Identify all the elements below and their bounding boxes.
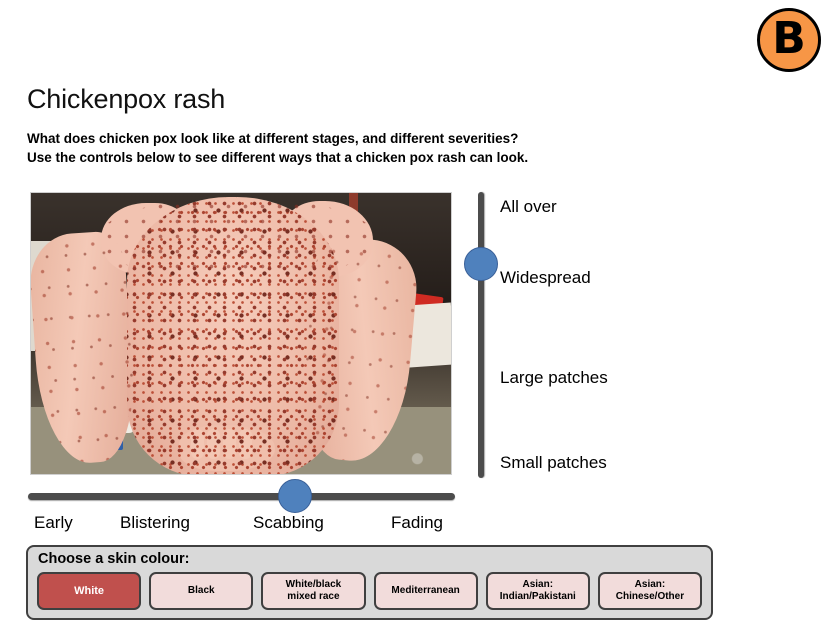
skin-colour-options: White Black White/black mixed race Medit… [37, 572, 703, 610]
severity-slider[interactable]: All over Widespread Large patches Small … [460, 186, 680, 486]
brand-badge-letter: B [772, 13, 806, 64]
skin-option-mediterranean[interactable]: Mediterranean [373, 572, 478, 610]
page-title: Chickenpox rash [27, 84, 226, 114]
skin-option-white[interactable]: White [37, 572, 142, 610]
stage-label-blistering[interactable]: Blistering [120, 513, 190, 532]
page-subtitle-line-1: What does chicken pox look like at diffe… [27, 131, 519, 146]
stage-label-scabbing[interactable]: Scabbing [253, 513, 324, 532]
stage-slider-thumb[interactable] [278, 479, 312, 513]
severity-slider-track[interactable] [478, 192, 484, 478]
severity-label-large-patches[interactable]: Large patches [500, 368, 608, 387]
skin-option-white-black-mixed-race[interactable]: White/black mixed race [261, 572, 366, 610]
stage-label-fading[interactable]: Fading [391, 513, 443, 532]
severity-slider-thumb[interactable] [464, 247, 498, 281]
skin-option-asian-indian-pakistani[interactable]: Asian: Indian/Pakistani [485, 572, 590, 610]
skin-option-asian-chinese-other[interactable]: Asian: Chinese/Other [597, 572, 703, 610]
stage-slider-track[interactable] [28, 493, 455, 500]
severity-label-widespread[interactable]: Widespread [500, 268, 591, 287]
brand-badge-b: B [757, 8, 821, 72]
stage-slider[interactable]: Early Blistering Scabbing Fading [26, 479, 458, 532]
photo-rash-shoulders [101, 199, 373, 279]
rash-photo [30, 192, 452, 475]
skin-colour-panel: Choose a skin colour: White Black White/… [26, 545, 713, 620]
skin-colour-panel-label: Choose a skin colour: [38, 551, 190, 567]
severity-label-all-over[interactable]: All over [500, 197, 557, 216]
severity-label-small-patches[interactable]: Small patches [500, 453, 607, 472]
skin-option-black[interactable]: Black [149, 572, 254, 610]
page-subtitle-line-2: Use the controls below to see different … [27, 150, 529, 165]
stage-label-early[interactable]: Early [34, 513, 73, 532]
page-subtitle: What does chicken pox look like at diffe… [27, 129, 528, 167]
